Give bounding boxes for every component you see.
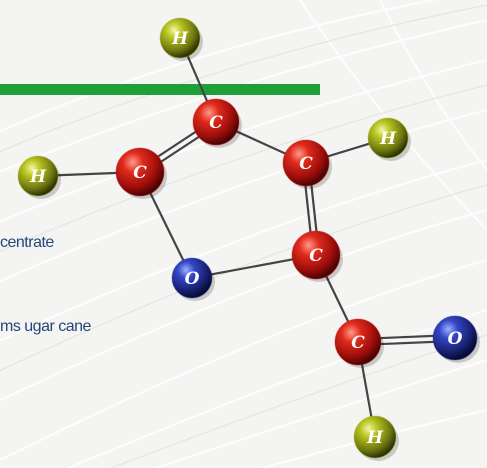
atom-sphere-o — [432, 315, 478, 361]
atom-sphere-h — [17, 155, 59, 197]
atom-label: O — [448, 329, 463, 349]
atom-label: C — [133, 163, 147, 183]
atom-sphere-h — [159, 17, 201, 59]
atom-h-top: H — [159, 17, 203, 61]
atom-c-right: C — [282, 139, 332, 189]
atom-sphere-c — [291, 230, 341, 280]
atom-sphere-h — [367, 117, 409, 159]
atom-c-side: C — [334, 318, 384, 368]
highlight-bar — [0, 84, 320, 95]
caption-sugar-cane-fragment: ms ugar cane — [0, 318, 91, 335]
atom-label: C — [351, 333, 365, 353]
atom-h-right: H — [367, 117, 411, 161]
background-strokes-soft — [0, 4, 487, 468]
atom-label: C — [299, 154, 313, 174]
atom-h-bottom: H — [353, 415, 399, 461]
atom-label: H — [366, 428, 384, 448]
atom-sphere-c — [115, 147, 165, 197]
atom-label: H — [171, 29, 189, 49]
atom-c-ring-low: C — [291, 230, 343, 282]
atom-label: O — [185, 269, 200, 289]
atom-sphere-c — [334, 318, 382, 366]
atom-c-top: C — [192, 98, 242, 148]
atom-label: H — [29, 167, 47, 187]
atom-label: C — [309, 246, 323, 266]
atom-o-ring: O — [171, 257, 215, 301]
atom-sphere-c — [282, 139, 330, 187]
atom-sphere-o — [171, 257, 213, 299]
atom-h-left: H — [17, 155, 61, 199]
atom-label: H — [379, 129, 397, 149]
atom-sphere-h — [353, 415, 397, 459]
caption-concentrate-fragment: centrate — [0, 234, 54, 251]
atom-label: C — [209, 113, 223, 133]
atoms: H C H C C H O C C O H — [17, 17, 480, 461]
atom-sphere-c — [192, 98, 240, 146]
atom-o-side: O — [432, 315, 480, 363]
atom-c-left: C — [115, 147, 167, 199]
